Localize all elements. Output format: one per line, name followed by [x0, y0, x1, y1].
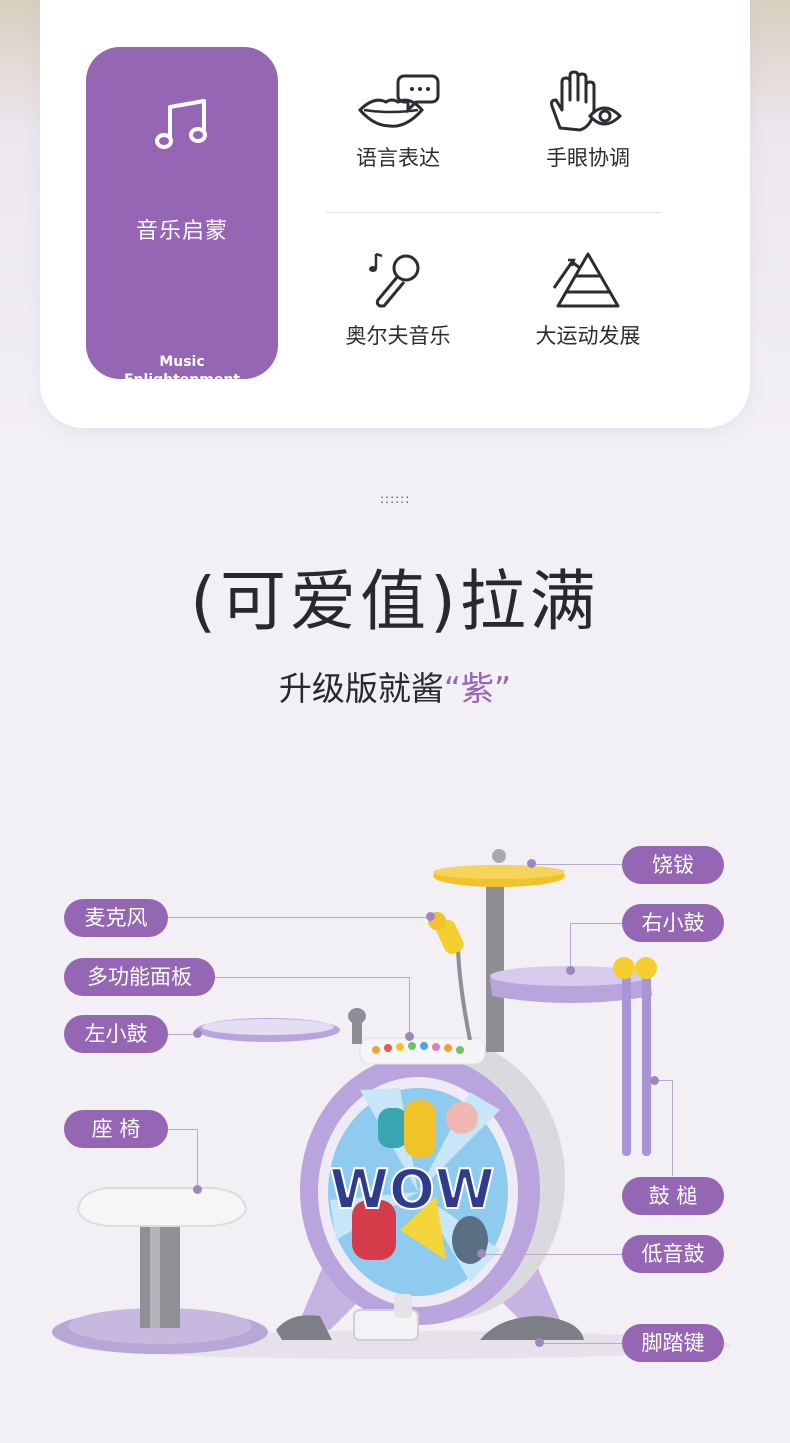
drum-sticks — [613, 957, 657, 1156]
function-panel — [359, 1037, 486, 1065]
hand-eye-icon — [550, 70, 623, 132]
stool — [52, 1187, 268, 1354]
callout-microphone: 麦克风 — [64, 899, 168, 937]
callout-dot — [527, 859, 536, 868]
callout-sticks: 鼓 槌 — [622, 1177, 724, 1215]
callout-bass-drum: 低音鼓 — [622, 1235, 724, 1273]
callout-dot — [405, 1032, 414, 1041]
callout-line — [165, 1034, 197, 1035]
cymbal-stand — [486, 866, 504, 1052]
callout-dot — [426, 912, 435, 921]
callout-dot — [477, 1249, 486, 1258]
callout-dot — [193, 1185, 202, 1194]
callout-pedal: 脚踏键 — [622, 1324, 724, 1362]
callout-line — [570, 923, 571, 971]
pedal — [276, 1294, 584, 1341]
callout-line — [570, 923, 622, 924]
callout-dot — [566, 966, 575, 975]
music-enlightenment-tile: 音乐启蒙 Music Enlightenment — [86, 47, 278, 388]
left-drum — [196, 1008, 366, 1044]
skill-label: 语言表达 — [356, 146, 440, 170]
divider — [326, 212, 660, 213]
callout-line — [409, 977, 410, 1035]
section-title: (可爱值)拉满 — [190, 563, 600, 640]
lips-speech-icon — [357, 74, 440, 128]
callout-panel: 多功能面板 — [64, 958, 215, 996]
callout-dot — [193, 1029, 202, 1038]
skill-label: 奥尔夫音乐 — [345, 324, 451, 348]
pyramid-icon — [552, 252, 620, 308]
skill-orff-music: 奥尔夫音乐 — [308, 248, 488, 350]
callout-line — [672, 1080, 673, 1176]
callout-dot — [650, 1076, 659, 1085]
skill-label: 手眼协调 — [546, 146, 630, 170]
callout-line — [165, 1129, 197, 1130]
callout-left-drum: 左小鼓 — [64, 1015, 168, 1053]
music-tile-title: 音乐启蒙 — [135, 219, 228, 244]
subtitle-accent: “紫” — [443, 669, 512, 708]
callout-line — [482, 1254, 622, 1255]
callout-dot — [535, 1338, 544, 1347]
drum-front-text: WOW — [329, 1158, 494, 1221]
panel-buttons — [372, 1042, 464, 1054]
callout-line — [540, 1343, 622, 1344]
music-tile-subtitle: Music Enlightenment — [123, 354, 240, 388]
callout-line — [215, 977, 409, 978]
skill-gross-motor: 大运动发展 — [498, 248, 678, 350]
microphone-icon — [369, 252, 420, 308]
callout-line — [168, 917, 430, 918]
callout-seat: 座 椅 — [64, 1110, 168, 1148]
skill-hand-eye: 手眼协调 — [498, 70, 678, 172]
callout-line — [197, 1129, 198, 1187]
callout-right-drum: 右小鼓 — [622, 904, 724, 942]
skill-label: 大运动发展 — [535, 324, 641, 348]
section-subtitle: 升级版就酱“紫” — [0, 662, 790, 710]
callout-line — [655, 1080, 673, 1081]
subtitle-main: 升级版就酱 — [278, 669, 444, 708]
microphone — [428, 912, 472, 1041]
music-note-icon — [155, 99, 207, 149]
callout-cymbal: 饶钹 — [622, 846, 724, 884]
right-drum — [490, 966, 652, 1003]
callout-line — [532, 864, 622, 865]
skill-language: 语言表达 — [308, 70, 488, 172]
